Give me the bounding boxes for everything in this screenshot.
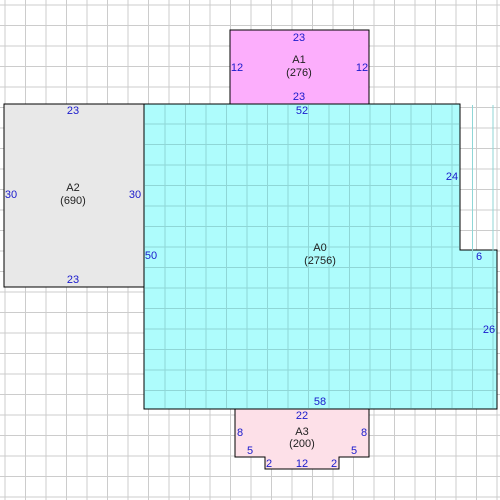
room-a3-dim-notch-left: 2 <box>266 458 272 470</box>
room-a2-dim-left: 30 <box>5 189 17 201</box>
room-a0-dim-left: 50 <box>145 250 157 262</box>
room-a0-area: (2756) <box>304 255 336 267</box>
room-a1-dim-left: 12 <box>231 62 243 74</box>
room-a1-dim-right: 12 <box>356 62 368 74</box>
room-a3-dim-step-right: 5 <box>351 445 357 457</box>
room-a3-dim-right: 8 <box>361 427 367 439</box>
room-a2-shape[interactable] <box>3 103 145 288</box>
room-a1-shape[interactable] <box>229 29 370 105</box>
room-a1-area: (276) <box>286 67 312 79</box>
room-a0-dim-top: 52 <box>296 105 308 117</box>
room-a0-dim-bottom: 58 <box>314 396 326 408</box>
room-a2-name: A2 <box>66 182 79 194</box>
room-a0-dim-right-upper: 24 <box>446 171 458 183</box>
room-a0-shape[interactable] <box>143 103 498 410</box>
room-a0-dim-right-lower: 26 <box>483 324 495 336</box>
room-a3-dim-notch-right: 2 <box>331 458 337 470</box>
room-a0-dim-notch: 6 <box>476 251 482 263</box>
room-a2[interactable]: A2 (690) 23 23 30 30 <box>3 103 145 288</box>
room-a2-dim-bottom: 23 <box>67 274 79 286</box>
room-a1-dim-top: 23 <box>293 32 305 44</box>
room-a0[interactable]: A0 (2756) 52 24 6 26 58 50 <box>143 103 498 410</box>
room-a3-name: A3 <box>295 426 308 438</box>
room-a3-area: (200) <box>289 438 315 450</box>
room-a2-dim-right: 30 <box>129 189 141 201</box>
room-a3-dim-top: 22 <box>296 410 308 422</box>
room-a1[interactable]: A1 (276) 23 23 12 12 <box>229 29 370 105</box>
room-a2-dim-top: 23 <box>67 105 79 117</box>
room-a0-name: A0 <box>313 242 326 254</box>
room-a2-area: (690) <box>60 195 86 207</box>
room-a1-dim-bottom: 23 <box>293 91 305 103</box>
room-a0-grid <box>145 105 496 408</box>
room-a3-shape[interactable] <box>234 408 370 470</box>
room-a3-dim-left: 8 <box>237 427 243 439</box>
room-a3-dim-bottom: 12 <box>296 458 308 470</box>
room-a3[interactable]: A3 (200) 22 8 8 5 5 2 2 12 <box>234 408 370 470</box>
room-a1-name: A1 <box>292 54 305 66</box>
room-a3-dim-step-left: 5 <box>247 445 253 457</box>
